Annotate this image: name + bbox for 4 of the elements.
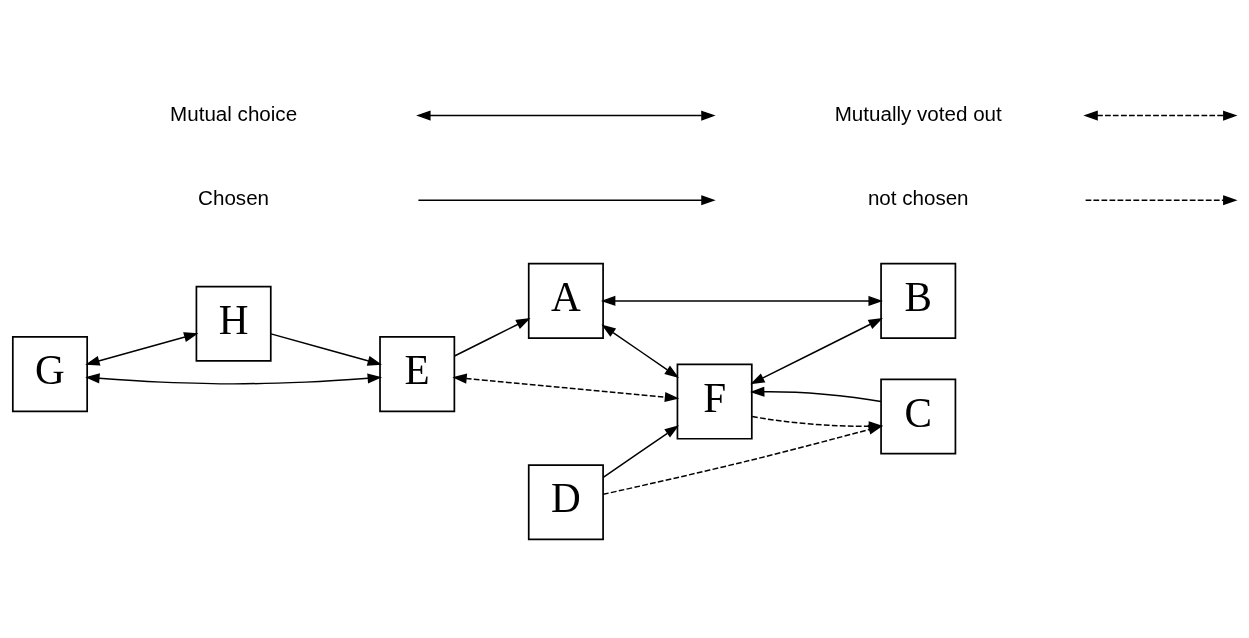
legend-label: Mutually voted out — [834, 101, 1002, 125]
legend-label: not chosen — [867, 185, 969, 209]
legend-label: Mutual choice — [170, 101, 298, 125]
legend-label: Chosen — [198, 185, 270, 209]
